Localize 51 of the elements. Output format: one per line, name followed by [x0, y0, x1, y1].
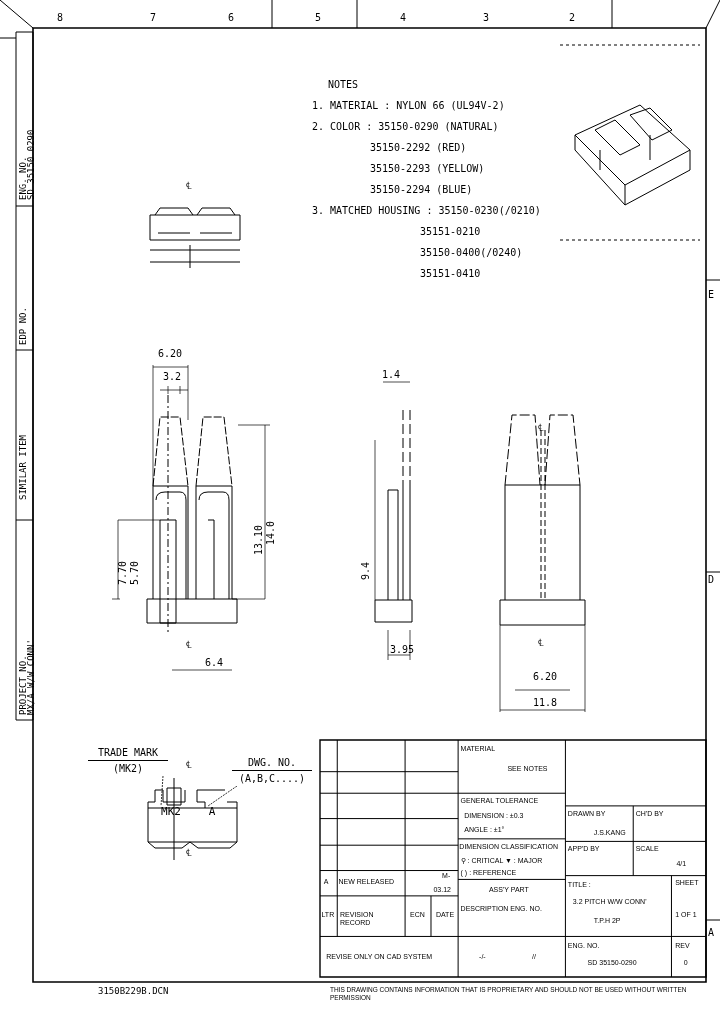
centerline-symbol: ℄ — [186, 760, 192, 770]
centerline-symbol: ℄ — [538, 638, 544, 648]
dimension-value: 5.70 — [130, 560, 140, 585]
part-marking: MK2 — [159, 806, 183, 818]
zone-number: D — [708, 575, 715, 585]
note-text: 35151-0210 — [420, 227, 481, 237]
dimension-value: 6.4 — [205, 658, 224, 668]
title-strip-text: MX/A W/W CONN' — [27, 639, 36, 715]
dimension-value: 3.2 — [163, 372, 182, 382]
note-text: 35151-0410 — [420, 269, 481, 279]
zone-number: A — [708, 928, 715, 938]
note-text: NOTES — [328, 80, 359, 90]
centerline-symbol: ℄ — [186, 848, 192, 858]
callout-text: DWG. NO. (A,B,C....) — [232, 755, 312, 786]
zone-number: 7 — [150, 13, 157, 23]
zone-number: 2 — [569, 13, 576, 23]
dimension-value: 1.4 — [382, 370, 401, 380]
title-strip-text: SIMILAR ITEM — [19, 434, 28, 500]
zone-number: 5 — [315, 13, 322, 23]
note-text: 35150-2293 (YELLOW) — [370, 164, 485, 174]
title-block-text: 3150B229B.DCN — [98, 987, 169, 996]
dimension-value: 3.95 — [390, 645, 415, 655]
title-strip-text: SD 35150 0290 — [27, 129, 36, 200]
dimension-value: 6.20 — [533, 672, 558, 682]
zone-number: 3 — [483, 13, 490, 23]
dimension-value: 13.10 — [254, 524, 264, 555]
centerline-symbol: ℄ — [186, 181, 192, 191]
zone-number: E — [708, 290, 715, 300]
note-text: 35150-0400(/0240) — [420, 248, 523, 258]
title-strip-text: PROJECT NO. — [19, 655, 28, 715]
dimension-value: 14.0 — [266, 520, 276, 545]
title-strip-text: EDP NO. — [19, 307, 28, 345]
dimension-value: 11.8 — [533, 698, 558, 708]
centerline-symbol: ℄ — [538, 423, 544, 433]
note-text: 1. MATERIAL : NYLON 66 (UL94V-2) — [312, 101, 505, 111]
note-text: 35150-2294 (BLUE) — [370, 185, 473, 195]
zone-number: 8 — [57, 13, 64, 23]
centerline-symbol: ℄ — [186, 640, 192, 650]
zone-number: 6 — [228, 13, 235, 23]
note-text: 3. MATCHED HOUSING : 35150-0230(/0210) — [312, 206, 541, 216]
title-strip-text: ENG. NO. — [19, 156, 28, 200]
dimension-value: 9.4 — [361, 561, 371, 580]
zone-number: 4 — [400, 13, 407, 23]
callout-text: TRADE MARK (MK2) — [88, 745, 168, 776]
dimension-value: 7.70 — [118, 560, 128, 585]
note-text: 35150-2292 (RED) — [370, 143, 467, 153]
part-marking: A — [206, 806, 218, 818]
leader-line — [160, 775, 164, 807]
dimension-value: 6.20 — [158, 349, 183, 359]
leader-line — [207, 785, 238, 807]
note-text: 2. COLOR : 35150-0290 (NATURAL) — [312, 122, 499, 132]
